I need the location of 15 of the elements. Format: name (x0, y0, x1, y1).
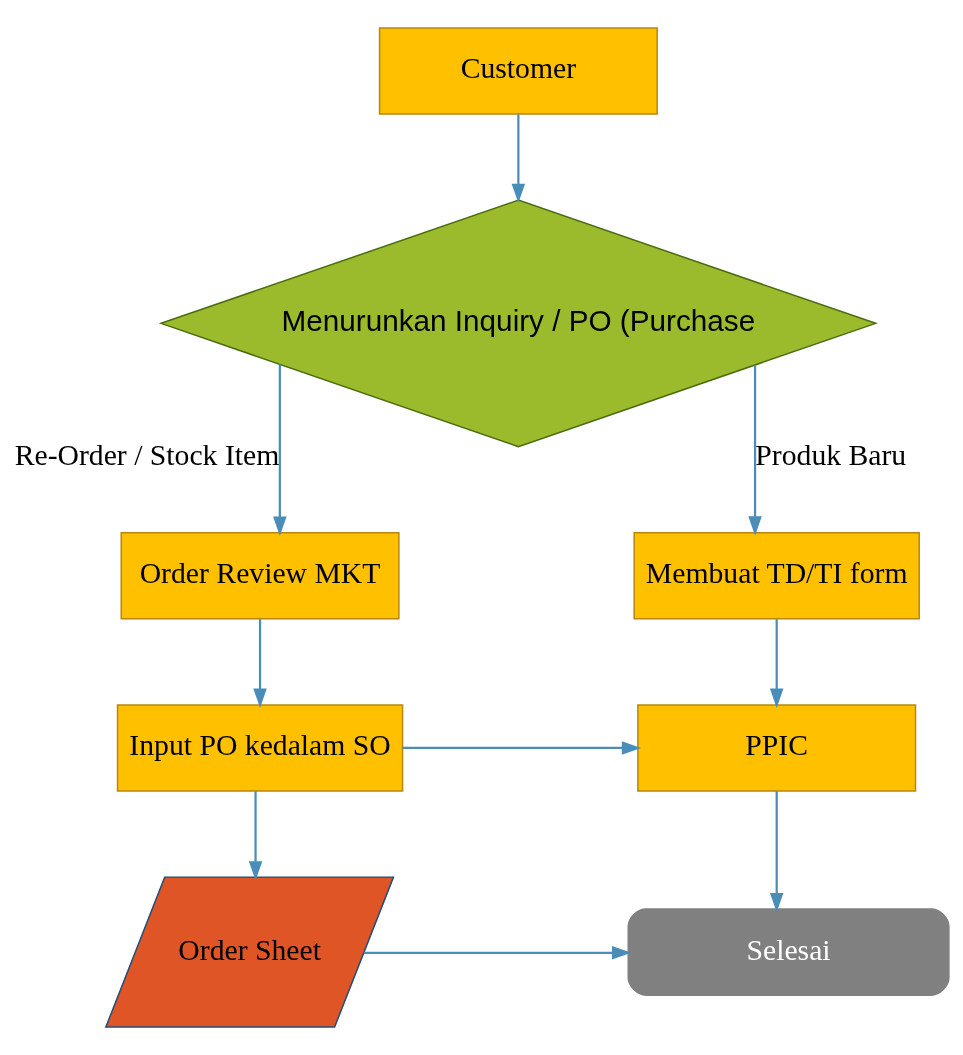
arrow (363, 946, 632, 960)
node-box: Selesai (627, 908, 950, 996)
arrow (511, 114, 526, 204)
node-box: Customer (378, 27, 658, 115)
node-box: Membuat TD/TI form (633, 531, 920, 620)
arrow (769, 619, 784, 708)
arrow (253, 619, 267, 708)
arrow (273, 364, 287, 536)
node-box: PPIC (637, 704, 917, 792)
node-box: Input PO kedalam SO (116, 704, 404, 792)
arrow (248, 791, 263, 881)
arrow (402, 741, 642, 755)
arrow (769, 791, 784, 913)
arrow (748, 365, 762, 536)
node-box: Order Review MKT (120, 531, 400, 620)
